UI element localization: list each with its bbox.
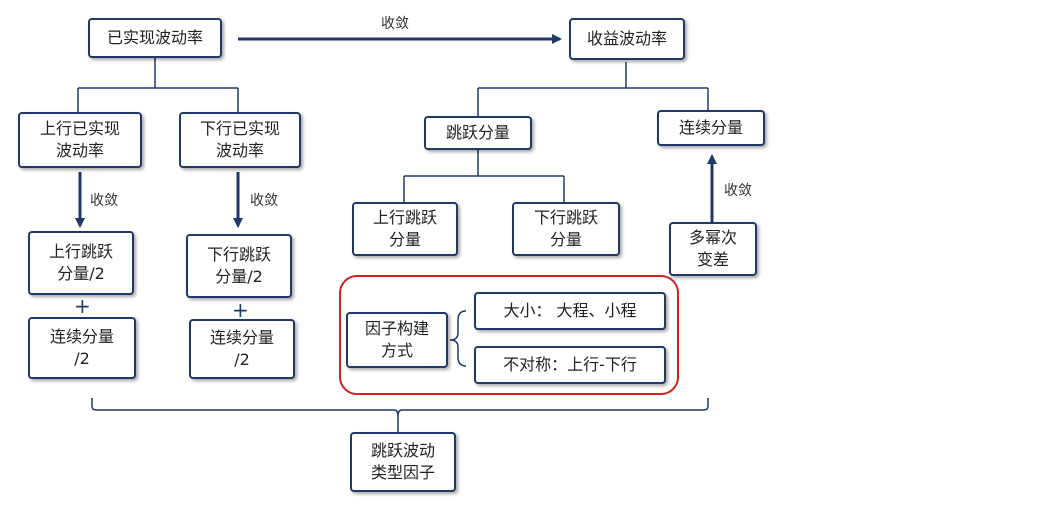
realized-vol-node: 已实现波动率: [88, 18, 222, 58]
left-converge-label: 收敛: [90, 193, 118, 209]
factor-construction-frame: [339, 275, 679, 395]
jump-component-node: 跳跃分量: [424, 116, 532, 150]
top-converge-label: 收敛: [381, 16, 409, 32]
continuous-half-right-node: 连续分量 /2: [189, 319, 295, 379]
continuous-half-left-node: 连续分量 /2: [28, 317, 136, 379]
asymmetry-option-node: 不对称：上行-下行: [474, 346, 666, 384]
up-jump-node: 上行跳跃 分量: [352, 202, 458, 256]
mid-converge-label: 收敛: [250, 193, 278, 209]
up-jump-half-node: 上行跳跃 分量/2: [28, 231, 134, 295]
continuous-component-node: 连续分量: [657, 110, 765, 146]
factor-bracket: [449, 310, 467, 367]
multipower-variation-node: 多幂次 变差: [669, 222, 757, 276]
down-jump-half-node: 下行跳跃 分量/2: [186, 234, 292, 298]
factor-construction-node: 因子构建 方式: [346, 312, 448, 368]
plus-left: +: [74, 294, 91, 318]
down-jump-node: 下行跳跃 分量: [512, 202, 620, 256]
bottom-brace: [91, 398, 709, 417]
plus-right: +: [232, 298, 249, 322]
right-converge-label: 收敛: [724, 183, 752, 199]
return-vol-node: 收益波动率: [569, 18, 685, 60]
size-option-node: 大小： 大程、小程: [474, 292, 666, 330]
down-realized-vol-node: 下行已实现 波动率: [179, 112, 301, 168]
jump-vol-factor-node: 跳跃波动 类型因子: [350, 432, 456, 492]
up-realized-vol-node: 上行已实现 波动率: [18, 112, 142, 168]
